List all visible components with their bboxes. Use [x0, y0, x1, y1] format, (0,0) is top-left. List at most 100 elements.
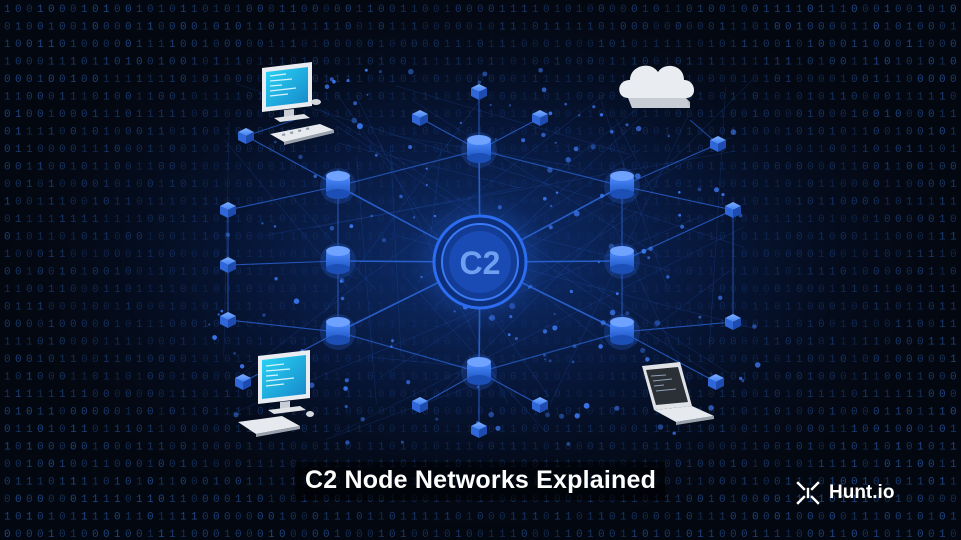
- network-node: [604, 168, 640, 204]
- network-dot: [698, 188, 702, 192]
- network-dot: [600, 194, 604, 198]
- network-dot: [262, 314, 265, 317]
- network-dot: [655, 320, 661, 326]
- network-dot: [598, 344, 603, 349]
- network-dot: [406, 380, 410, 384]
- network-dot: [554, 313, 556, 315]
- brand-name: Hunt.io: [829, 482, 894, 504]
- network-dot: [357, 123, 363, 129]
- network-dot: [351, 118, 357, 124]
- network-dot: [408, 145, 412, 149]
- network-dot: [390, 345, 393, 348]
- network-dot: [495, 426, 500, 431]
- network-dot: [330, 226, 335, 231]
- network-dot: [365, 69, 368, 72]
- network-dot: [543, 329, 547, 333]
- network-dot: [477, 81, 481, 85]
- network-dot: [366, 94, 368, 96]
- network-dot: [721, 193, 724, 196]
- network-dot: [739, 377, 742, 380]
- network-dot: [426, 168, 428, 170]
- network-dot: [545, 413, 550, 418]
- network-dot: [345, 378, 349, 382]
- network-dot: [379, 70, 382, 73]
- network-dot: [572, 361, 575, 364]
- network-dot: [636, 126, 641, 131]
- hub-label: C2: [460, 245, 501, 281]
- network-dot: [543, 354, 546, 357]
- network-dot: [343, 386, 348, 391]
- network-dot: [550, 205, 553, 208]
- network-dot: [391, 339, 394, 342]
- network-dot: [274, 277, 277, 280]
- network-dot: [408, 69, 414, 75]
- network-dot: [234, 412, 239, 417]
- network-dot: [678, 214, 681, 217]
- network-dot: [573, 344, 577, 348]
- network-dot: [601, 320, 606, 325]
- network-dot: [542, 87, 547, 92]
- network-dot: [673, 432, 676, 435]
- c2-hub: C2: [410, 192, 550, 332]
- network-dot: [648, 246, 653, 251]
- network-dot: [698, 316, 701, 319]
- network-dot: [261, 222, 263, 224]
- network-dot: [610, 130, 613, 133]
- network-dot: [641, 249, 646, 254]
- network-dot: [592, 105, 595, 108]
- network-dot: [298, 155, 302, 159]
- network-node: [320, 314, 356, 350]
- network-dot: [549, 112, 553, 116]
- network-dot: [340, 280, 343, 283]
- network-dot: [325, 84, 330, 89]
- network-dot: [708, 405, 714, 411]
- network-node: [461, 132, 497, 168]
- network-dot: [616, 292, 619, 295]
- network-dot: [666, 275, 670, 279]
- network-dot: [544, 358, 546, 360]
- network-node: [461, 354, 497, 390]
- network-dot: [521, 138, 525, 142]
- network-dot: [212, 335, 217, 340]
- network-dot: [208, 324, 210, 326]
- network-dot: [233, 352, 236, 355]
- network-dot: [549, 225, 553, 229]
- network-dot: [752, 324, 757, 329]
- network-dot: [547, 167, 552, 172]
- network-dot: [731, 129, 737, 135]
- network-dot: [371, 215, 374, 218]
- network-dot: [460, 122, 462, 124]
- network-dot: [625, 123, 628, 126]
- network-dot: [575, 413, 580, 418]
- network-dot: [600, 113, 603, 116]
- network-dot: [591, 144, 596, 149]
- network-node: [604, 314, 640, 350]
- network-dot: [626, 311, 630, 315]
- network-dot: [647, 256, 650, 259]
- network-dot: [645, 357, 649, 361]
- network-dot: [610, 310, 616, 316]
- network-dot: [567, 442, 571, 446]
- network-dot: [426, 184, 428, 186]
- network-dot: [218, 313, 220, 315]
- network-node: [604, 243, 640, 279]
- network-dot: [488, 412, 494, 418]
- network-dot: [345, 405, 348, 408]
- network-dot: [349, 224, 353, 228]
- network-dot: [508, 333, 511, 336]
- network-dot: [345, 440, 349, 444]
- network-dot: [718, 296, 722, 300]
- network-dot: [559, 414, 564, 419]
- network-node: [320, 243, 356, 279]
- network-dot: [574, 211, 580, 217]
- network-dot: [566, 157, 571, 162]
- network-dot: [361, 417, 365, 421]
- network-dot: [341, 297, 345, 301]
- network-dot: [274, 141, 277, 144]
- hunt-logo-icon: [795, 480, 821, 506]
- network-dot: [314, 175, 317, 178]
- network-dot: [495, 138, 497, 140]
- network-dot: [564, 103, 567, 106]
- network-dot: [382, 238, 386, 242]
